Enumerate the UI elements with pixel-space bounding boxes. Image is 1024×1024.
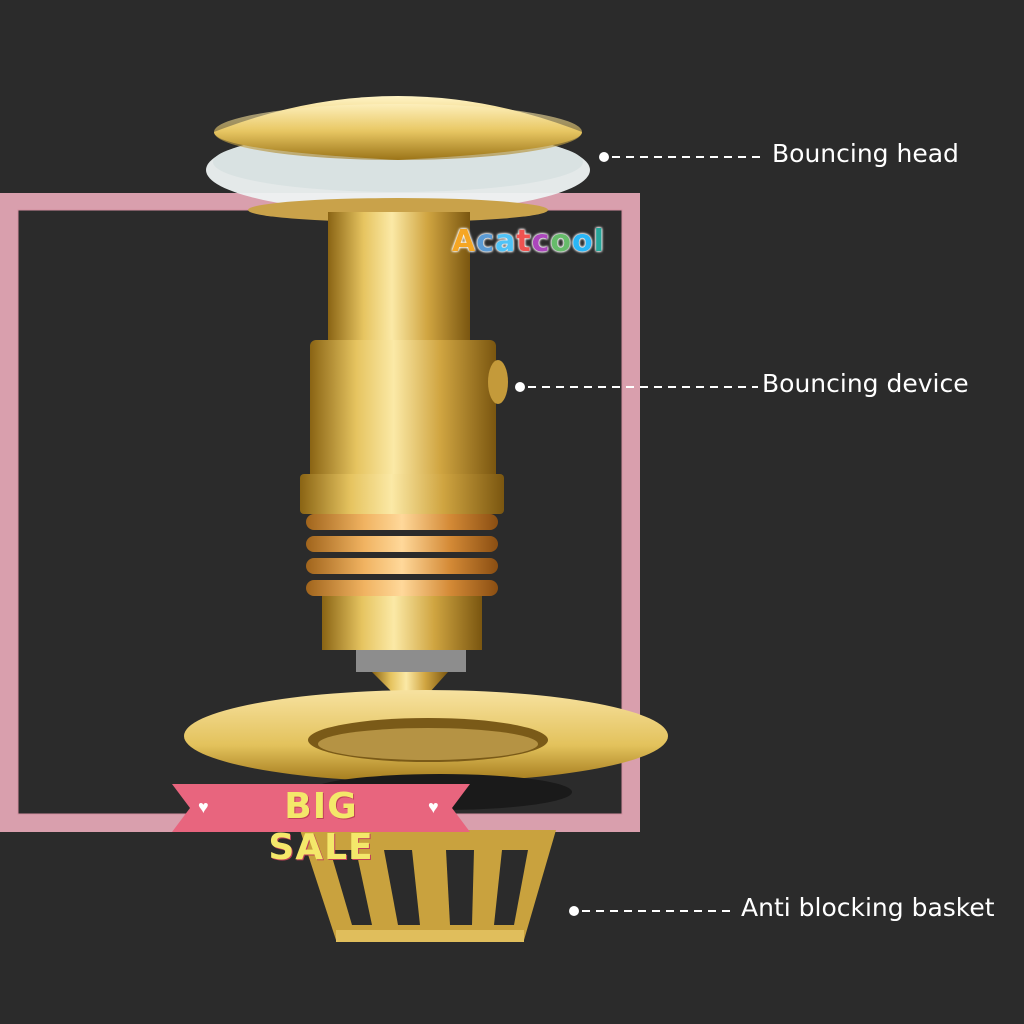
flange-ring	[184, 690, 668, 782]
callout-anti-blocking-basket: Anti blocking basket	[741, 893, 995, 922]
callout-dots	[515, 152, 609, 916]
brand-letter: c	[531, 224, 551, 259]
sale-label: BIG SALE	[268, 786, 374, 868]
sale-ribbon	[172, 784, 470, 832]
callout-bouncing-device: Bouncing device	[762, 369, 969, 398]
brand-letter: l	[593, 224, 605, 259]
heart-icon: ♥	[198, 797, 209, 817]
thread-rings	[306, 514, 498, 596]
brand-letter: o	[572, 224, 594, 259]
heart-icon: ♥	[428, 797, 439, 817]
bouncing-head	[206, 96, 590, 222]
callout-bouncing-head: Bouncing head	[772, 139, 959, 168]
bouncing-device	[300, 212, 508, 712]
brand-letter: o	[550, 224, 573, 259]
brand-letter: a	[495, 224, 517, 259]
callout-lines	[528, 156, 766, 912]
anti-blocking-basket	[300, 774, 572, 942]
brand-letter: A	[452, 224, 477, 259]
brand-letter: c	[476, 224, 496, 259]
brand-logo: Acatcool	[452, 224, 605, 259]
brand-letter: t	[516, 224, 532, 259]
